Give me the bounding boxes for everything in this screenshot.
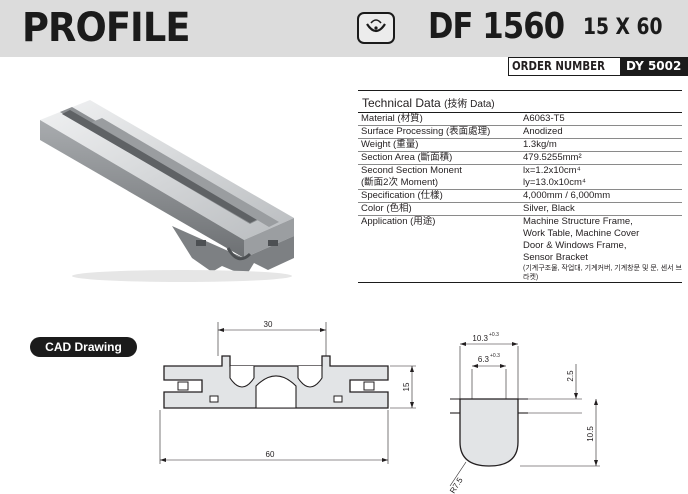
dim-lip: 2.5: [566, 370, 575, 382]
row-key: Specification (仕樣): [361, 190, 443, 201]
row-key: Application (用途): [361, 216, 436, 227]
row-value: Anodized: [523, 126, 563, 137]
row-value: 479.5255mm²: [523, 152, 582, 163]
table-row: Surface Processing (表面處理) Anodized: [358, 126, 682, 139]
row-value: Machine Structure Frame, Work Table, Mac…: [523, 216, 682, 282]
row-value-line: lx=1.2x10cm⁴: [523, 165, 581, 176]
row-value-line: ly=13.0x10cm⁴: [523, 177, 586, 188]
row-value: Silver, Black: [523, 203, 575, 214]
model-size: 15 X 60: [583, 15, 663, 40]
order-number-box: ORDER NUMBER DY 5002: [508, 57, 688, 76]
order-number-value: DY 5002: [620, 58, 688, 75]
profile-section-icon: [357, 12, 395, 44]
table-row: Specification (仕樣) 4,000mm / 6,000mm: [358, 190, 682, 203]
cad-drawing: 30 60 15 10.3 +0.3 6.3 +0.3 2.5 10.5 R7.…: [159, 320, 600, 494]
page-header: PROFILE DF 1560 15 X 60: [0, 0, 688, 57]
row-key: Section Area (斷面積): [361, 152, 453, 163]
order-number-label: ORDER NUMBER: [512, 59, 605, 73]
dim-radius: R7.5: [448, 475, 465, 494]
technical-data-heading: Technical Data (技術 Data): [358, 91, 682, 113]
dim-top-width: 30: [264, 320, 273, 329]
row-value: A6063-T5: [523, 113, 565, 124]
row-key: Material (材質): [361, 113, 423, 124]
table-row: Application (用途) Machine Structure Frame…: [358, 216, 682, 283]
technical-data-title: Technical Data: [362, 96, 441, 110]
dim-height: 15: [402, 382, 411, 391]
application-note: (기계구조물, 작업대, 기계커버, 기계창문 및 문, 센서 브라켓): [523, 265, 682, 281]
cad-drawing-label: CAD Drawing: [30, 337, 137, 357]
dim-depth: 10.5: [586, 426, 595, 442]
row-value-line: Door & Windows Frame,: [523, 240, 627, 251]
row-value: lx=1.2x10cm⁴ ly=13.0x10cm⁴: [523, 165, 682, 189]
row-key-line: (斷面2次 Moment): [361, 177, 439, 188]
dim-total-width: 60: [266, 450, 275, 459]
table-row: Material (材質) A6063-T5: [358, 113, 682, 126]
dim-slot-open-tol: +0.3: [490, 353, 500, 359]
row-value-line: Work Table, Machine Cover: [523, 228, 640, 239]
page-title: PROFILE: [22, 5, 190, 51]
row-key-line: Second Section Monent: [361, 165, 462, 176]
table-row: Second Section Monent (斷面2次 Moment) lx=1…: [358, 165, 682, 190]
slot-detail: [459, 398, 519, 467]
row-key: Weight (重量): [361, 139, 419, 150]
dim-slot-width-tol: +0.3: [489, 332, 499, 338]
table-row: Section Area (斷面積) 479.5255mm²: [358, 152, 682, 165]
dim-slot-open: 6.3: [478, 355, 490, 364]
model-code: DF 1560: [428, 6, 565, 47]
row-key: Second Section Monent (斷面2次 Moment): [358, 165, 523, 189]
row-value: 1.3kg/m: [523, 139, 557, 150]
table-row: Color (色相) Silver, Black: [358, 203, 682, 216]
table-row: Weight (重量) 1.3kg/m: [358, 139, 682, 152]
profile-product-image: [40, 100, 294, 282]
row-value-line: Machine Structure Frame,: [523, 216, 633, 227]
dim-slot-width: 10.3: [472, 334, 488, 343]
row-value: 4,000mm / 6,000mm: [523, 190, 611, 201]
row-key: Surface Processing (表面處理): [361, 126, 491, 137]
row-value-line: Sensor Bracket: [523, 252, 588, 263]
technical-data-table: Technical Data (技術 Data) Material (材質) A…: [358, 90, 682, 283]
technical-data-subtitle: (技術 Data): [444, 99, 495, 110]
row-key: Color (色相): [361, 203, 412, 214]
